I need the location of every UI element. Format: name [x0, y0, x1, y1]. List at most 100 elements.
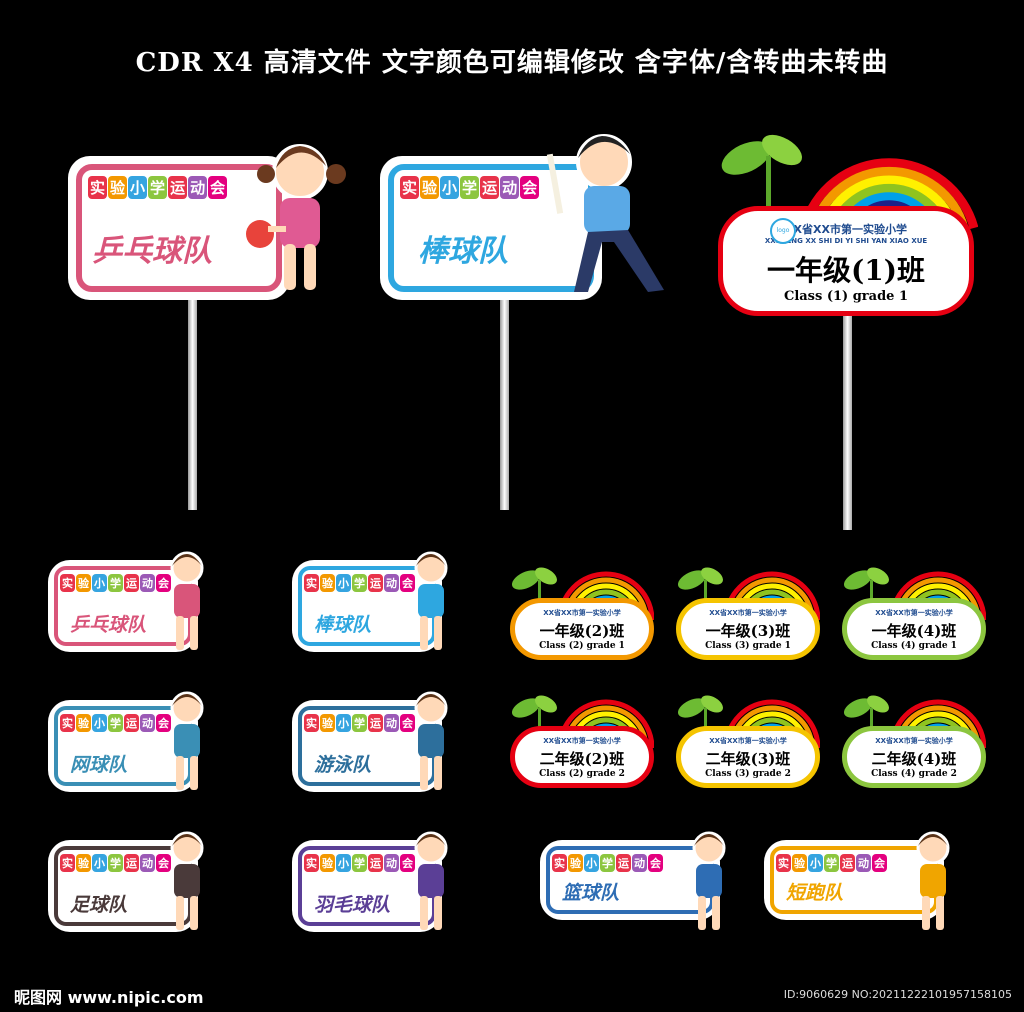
tag-char: 动 [384, 854, 399, 872]
sign-tag: 实验小学运动会 [60, 574, 171, 592]
tag-char: 学 [108, 574, 123, 592]
tag-char: 学 [352, 714, 367, 732]
tag-char: 实 [776, 854, 791, 872]
team-name: 羽毛球队 [314, 894, 391, 916]
tag-char: 动 [384, 714, 399, 732]
sign-tag: 实验小学运动会 [60, 854, 171, 872]
team-name: 网球队 [70, 754, 128, 776]
logo-badge: logo [770, 218, 796, 244]
tag-char: 小 [584, 854, 599, 872]
tag-char: 验 [76, 854, 91, 872]
tag-char: 实 [88, 176, 108, 199]
sign-tag: 实验小学运动会 [552, 854, 663, 872]
tag-char: 会 [872, 854, 887, 872]
sign-tag: 实验小学运动会 [304, 714, 415, 732]
school-name: XX省XX市第一实验小学 [875, 609, 953, 617]
team-name: 短跑队 [786, 882, 844, 904]
class-sign-small: XX省XX市第一实验小学 一年级(2)班 Class (2) grade 1 [510, 598, 654, 660]
tag-char: 运 [368, 854, 383, 872]
tag-char: 小 [128, 176, 148, 199]
tag-char: 验 [320, 714, 335, 732]
tag-char: 学 [148, 176, 168, 199]
school-name: XX省XX市第一实验小学 [709, 609, 787, 617]
school-name-pinyin: XXSHENG XX SHI DI YI SHI YAN XIAO XUE [764, 237, 928, 245]
tag-char: 学 [108, 714, 123, 732]
class-plate: XX省XX市第一实验小学 一年级(2)班 Class (2) grade 1 [510, 598, 654, 660]
small-sign-1: 实验小学运动会 棒球队 [292, 560, 442, 652]
grade-label: 一年级(3)班 [705, 622, 791, 640]
sign-tag: 实验小学运动会 [304, 574, 415, 592]
team-name: 乒乓球队 [92, 234, 212, 269]
tag-char: 实 [400, 176, 420, 199]
team-name: 棒球队 [418, 234, 508, 269]
class-plate: XX省XX市第一实验小学 二年级(2)班 Class (2) grade 2 [510, 726, 654, 788]
tag-char: 运 [616, 854, 631, 872]
tag-char: 动 [856, 854, 871, 872]
tag-char: 小 [336, 854, 351, 872]
class-label: Class (4) grade 2 [871, 769, 957, 779]
tag-char: 小 [808, 854, 823, 872]
sign-tag: 实验小学运动会 [400, 176, 540, 199]
tag-char: 验 [320, 574, 335, 592]
tag-char: 会 [648, 854, 663, 872]
class-sign-small: XX省XX市第一实验小学 一年级(3)班 Class (3) grade 1 [676, 598, 820, 660]
tag-char: 验 [76, 714, 91, 732]
tag-char: 动 [140, 574, 155, 592]
tag-char: 小 [92, 574, 107, 592]
tag-char: 运 [124, 854, 139, 872]
tag-char: 验 [568, 854, 583, 872]
class-label: Class (4) grade 1 [871, 641, 957, 651]
school-name: XX省XX市第一实验小学 [875, 737, 953, 745]
small-sign-7: 实验小学运动会 短跑队 [764, 840, 944, 920]
small-sign-2: 实验小学运动会 网球队 [48, 700, 198, 792]
sign-pole [500, 296, 509, 510]
grade-label: 一年级(1)班 [767, 254, 925, 287]
tag-char: 实 [552, 854, 567, 872]
tag-char: 运 [124, 574, 139, 592]
tag-char: 运 [368, 714, 383, 732]
girl-player-illustration [246, 144, 346, 290]
tag-char: 验 [108, 176, 128, 199]
team-name: 足球队 [70, 894, 128, 916]
class-sign-small: XX省XX市第一实验小学 二年级(2)班 Class (2) grade 2 [510, 726, 654, 788]
small-sign-0: 实验小学运动会 乒乓球队 [48, 560, 198, 652]
kid-illustration [170, 831, 204, 930]
tag-char: 学 [108, 854, 123, 872]
team-name: 篮球队 [562, 882, 620, 904]
school-name: XX省XX市第一实验小学 [543, 609, 621, 617]
class-plate: XX省XX市第一实验小学 一年级(4)班 Class (4) grade 1 [842, 598, 986, 660]
class-sign-small: XX省XX市第一实验小学 二年级(4)班 Class (4) grade 2 [842, 726, 986, 788]
class-label: Class (3) grade 1 [705, 641, 791, 651]
kid-illustration [170, 551, 204, 650]
tag-char: 运 [368, 574, 383, 592]
class-sign-large: XX省XX市第一实验小学 XXSHENG XX SHI DI YI SHI YA… [718, 206, 974, 316]
class-sign-small: XX省XX市第一实验小学 一年级(4)班 Class (4) grade 1 [842, 598, 986, 660]
tag-char: 会 [520, 176, 540, 199]
tag-char: 学 [352, 854, 367, 872]
tag-char: 实 [304, 714, 319, 732]
tag-char: 实 [60, 854, 75, 872]
tag-char: 会 [156, 714, 171, 732]
sign-pole [188, 296, 197, 510]
sign-tag: 实验小学运动会 [776, 854, 887, 872]
watermark-id: ID:9060629 NO:20211222101957158105 [783, 988, 1012, 1001]
tag-char: 学 [352, 574, 367, 592]
grade-label: 一年级(4)班 [871, 622, 957, 640]
grade-label: 二年级(3)班 [705, 750, 791, 768]
class-plate: XX省XX市第一实验小学 二年级(3)班 Class (3) grade 2 [676, 726, 820, 788]
kid-illustration [414, 691, 448, 790]
tag-char: 会 [156, 854, 171, 872]
small-sign-5: 实验小学运动会 羽毛球队 [292, 840, 442, 932]
tag-char: 实 [60, 714, 75, 732]
tag-char: 小 [336, 574, 351, 592]
tag-char: 验 [76, 574, 91, 592]
sign-tag: 实验小学运动会 [88, 176, 228, 199]
tag-char: 验 [320, 854, 335, 872]
tag-char: 会 [400, 854, 415, 872]
class-plate: XX省XX市第一实验小学 二年级(4)班 Class (4) grade 2 [842, 726, 986, 788]
tag-char: 实 [304, 574, 319, 592]
kid-illustration [170, 691, 204, 790]
team-name: 棒球队 [314, 614, 372, 636]
banner-title: CDR X4 高清文件 文字颜色可编辑修改 含字体/含转曲未转曲 [135, 48, 889, 78]
class-label: Class (1) grade 1 [783, 289, 909, 304]
